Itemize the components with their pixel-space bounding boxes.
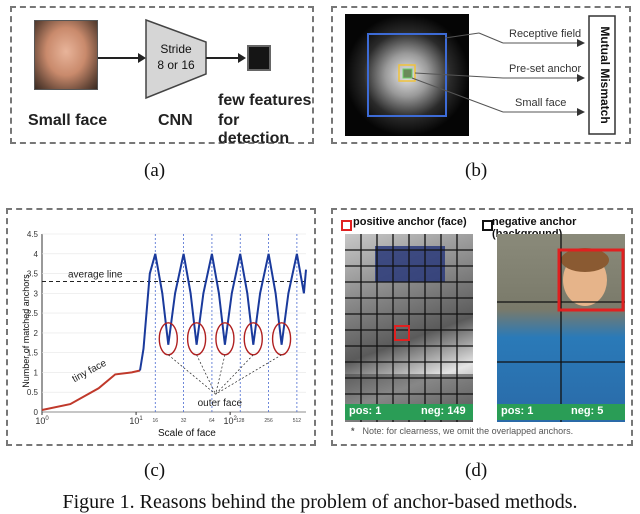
y-axis-label: Number of matched anchors — [21, 274, 31, 388]
anchor-scale-label: 256 — [264, 418, 273, 424]
small-face-box — [402, 68, 413, 79]
caption-b: (b) — [465, 160, 488, 181]
y-tick-label: 2 — [34, 329, 39, 338]
average-line-label: average line — [68, 269, 123, 280]
caption-d: (d) — [465, 460, 488, 481]
small-face-photo — [34, 20, 98, 90]
right-badge-bar — [497, 404, 625, 420]
outer-face-ellipse — [158, 322, 178, 356]
right-pos-count: pos: 1 — [501, 405, 534, 417]
anchor-scale-label: 64 — [209, 418, 215, 424]
figure-caption: Figure 1. Reasons behind the problem of … — [62, 491, 578, 513]
matched-anchors-chart: 0 0.5 1 1.5 2 2.5 3 3.5 4 4.5 100 101 102 16 32 64 128 25… — [27, 230, 307, 426]
anchor-scale-label: 32 — [181, 418, 187, 424]
positive-anchor-legend: positive anchor (face) — [353, 216, 467, 228]
features-label-1: few features — [218, 92, 312, 109]
negative-anchor-swatch-icon — [482, 220, 493, 231]
child-photo — [497, 234, 625, 422]
receptive-field-diagram — [345, 14, 616, 136]
y-tick-label: 0.5 — [27, 388, 39, 397]
outer-face-ellipse — [186, 322, 207, 356]
outer-face-pointer — [215, 354, 254, 395]
cnn-stride-label: Stride — [160, 42, 192, 56]
caption-c: (c) — [144, 460, 166, 481]
left-neg-count: neg: 149 — [421, 405, 466, 417]
outer-face-ellipse — [271, 322, 292, 356]
y-tick-label: 2.5 — [27, 309, 39, 318]
outer-face-pointer — [196, 354, 216, 395]
caption-a: (a) — [144, 160, 166, 181]
x-tick-label: 102 — [223, 416, 237, 426]
y-tick-label: 0 — [34, 408, 39, 417]
outer-face-pointer — [215, 354, 282, 395]
note-text: *Note: for clearness, we omit the overla… — [351, 426, 574, 436]
left-badge-bar — [345, 404, 473, 420]
panel-c: 0 0.5 1 1.5 2 2.5 3 3.5 4 4.5 100 101 102 16 32 64 128 25… — [6, 208, 316, 446]
panel-b: Receptive field Pre-set anchor Small fac… — [331, 6, 631, 144]
cnn-diagram — [98, 18, 271, 100]
tiny-face-label: tiny face — [70, 358, 108, 385]
small-face-b-label: Small face — [515, 97, 567, 109]
mutual-mismatch-label: Mutual Mismatch — [598, 26, 612, 124]
note-bullet-icon: * — [351, 426, 355, 436]
preset-anchor-label: Pre-set anchor — [509, 63, 582, 75]
child-anchor-grid — [497, 234, 625, 422]
y-tick-label: 3.5 — [27, 270, 39, 279]
x-axis-label: Scale of face — [158, 428, 216, 439]
right-neg-count: neg: 5 — [571, 405, 604, 417]
y-tick-label: 1.5 — [27, 349, 39, 358]
anchor-scale-label: 512 — [293, 418, 302, 424]
y-tick-label: 1 — [34, 368, 39, 377]
outer-face-pointer — [215, 354, 226, 395]
y-tick-label: 4.5 — [27, 230, 39, 239]
panel-d: positive anchor (face) negative anchor (… — [331, 208, 633, 446]
crowd-photo — [345, 234, 473, 422]
cnn-stride-value: 8 or 16 — [157, 58, 195, 72]
mismatch-box — [588, 15, 616, 135]
matched-anchors-curve — [139, 253, 307, 371]
x-tick-label: 100 — [35, 416, 49, 426]
tiny-face-curve — [41, 369, 141, 411]
crowd-anchor-grid — [345, 234, 473, 422]
features-label-2: for detection — [218, 112, 290, 147]
outer-face-label: outer face — [198, 398, 243, 409]
x-tick-label: 101 — [129, 416, 143, 426]
small-face-label: Small face — [28, 112, 108, 129]
positive-anchor-swatch-icon — [341, 220, 352, 231]
receptive-field-label: Receptive field — [509, 28, 582, 40]
outer-face-ellipse — [215, 322, 235, 356]
y-tick-label: 3 — [34, 289, 39, 298]
cnn-trapezoid — [145, 18, 207, 100]
left-pos-count: pos: 1 — [349, 405, 382, 417]
anchor-scale-label: 128 — [236, 418, 245, 424]
cnn-label: CNN — [158, 112, 193, 129]
outer-face-pointer — [168, 354, 216, 395]
anchor-scale-label: 16 — [153, 418, 159, 424]
outer-face-ellipse — [243, 322, 263, 356]
y-tick-label: 4 — [34, 250, 39, 259]
panel-a: Small face Stride 8 or 16 CNN few featur… — [10, 6, 314, 147]
feature-map-box — [247, 45, 271, 71]
